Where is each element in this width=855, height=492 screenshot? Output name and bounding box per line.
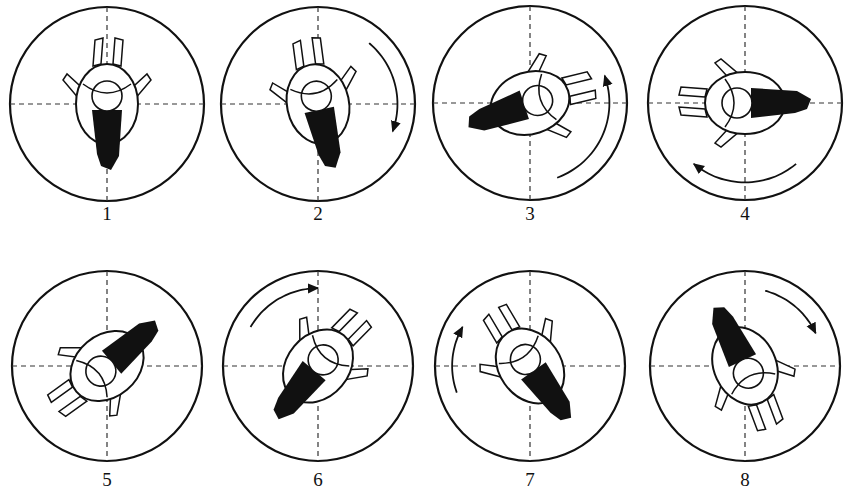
- panel-circle: [645, 3, 845, 203]
- circle-outline: [223, 271, 413, 461]
- panel-circle: [7, 4, 207, 204]
- panel-number: 8: [738, 470, 752, 489]
- figure-panel: 7: [432, 268, 628, 489]
- circle-outline: [650, 271, 840, 461]
- panel-number: 2: [311, 204, 325, 223]
- judo-figure: [63, 38, 151, 170]
- panel-number: 4: [738, 204, 752, 223]
- judo-figure: [677, 288, 813, 445]
- panel-circle: [647, 268, 843, 464]
- rotation-arrow: [694, 164, 796, 183]
- panel-circle: [9, 268, 205, 464]
- rotation-arrow: [557, 76, 609, 178]
- figure-panel: 5: [9, 268, 205, 489]
- panel-number: 6: [311, 470, 325, 489]
- figure-panel: 1: [7, 4, 207, 223]
- rotation-arrow: [369, 43, 397, 131]
- circle-outline: [433, 6, 627, 200]
- rotation-arrow: [452, 327, 462, 393]
- judo-figure: [28, 290, 186, 442]
- judo-figure: [454, 41, 607, 165]
- panel-number: 5: [100, 470, 114, 489]
- panel-number: 1: [100, 204, 114, 223]
- circle-outline: [12, 271, 202, 461]
- judo-figure: [242, 287, 394, 445]
- panel-number: 7: [523, 470, 537, 489]
- panel-number: 3: [523, 204, 537, 223]
- judo-figure: [679, 59, 811, 147]
- circle-outline: [648, 6, 842, 200]
- rotation-arrow: [765, 291, 815, 333]
- circle-outline: [221, 7, 415, 201]
- circle-outline: [435, 271, 625, 461]
- judo-figure: [261, 30, 375, 177]
- panel-circle: [430, 3, 630, 203]
- figure-panel: 8: [647, 268, 843, 489]
- figure-panel: 3: [430, 3, 630, 223]
- panel-circle: [432, 268, 628, 464]
- panel-circle: [220, 268, 416, 464]
- panel-circle: [218, 4, 418, 204]
- rotation-arrow: [251, 288, 318, 327]
- judo-figure: [456, 287, 604, 446]
- figure-panel: 2: [218, 4, 418, 223]
- circle-outline: [10, 7, 204, 201]
- figure-panel: 6: [220, 268, 416, 489]
- figure-panel: 4: [645, 3, 845, 223]
